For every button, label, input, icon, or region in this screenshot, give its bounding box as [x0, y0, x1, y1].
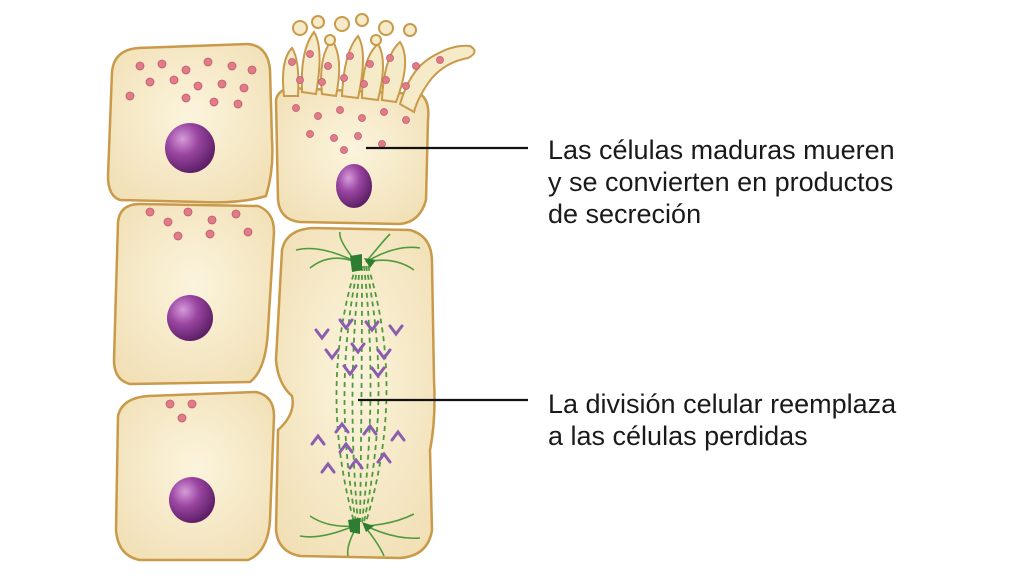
nucleus — [165, 123, 215, 173]
label-cell-division: La división celular reemplaza a las célu… — [548, 389, 897, 451]
cell-middle-left — [112, 202, 276, 386]
label-mature-cells: Las células maduras mueren y se conviert… — [548, 135, 895, 229]
cell-top-right-mature — [274, 13, 476, 226]
nucleus — [169, 477, 215, 523]
centrosome-top — [350, 254, 376, 272]
secretory-granules — [125, 57, 257, 109]
nucleus — [167, 295, 213, 341]
nucleus — [336, 164, 372, 208]
chromosomes — [310, 318, 406, 474]
spindle-fibers — [335, 265, 388, 523]
cell-bottom-left — [114, 390, 276, 562]
cell-right-dividing — [274, 226, 436, 560]
secretory-granules — [288, 50, 444, 154]
secretory-granules — [145, 207, 253, 241]
centrosome-bottom — [348, 518, 374, 534]
secretory-granules — [165, 399, 197, 423]
cell-top-left — [106, 42, 274, 204]
